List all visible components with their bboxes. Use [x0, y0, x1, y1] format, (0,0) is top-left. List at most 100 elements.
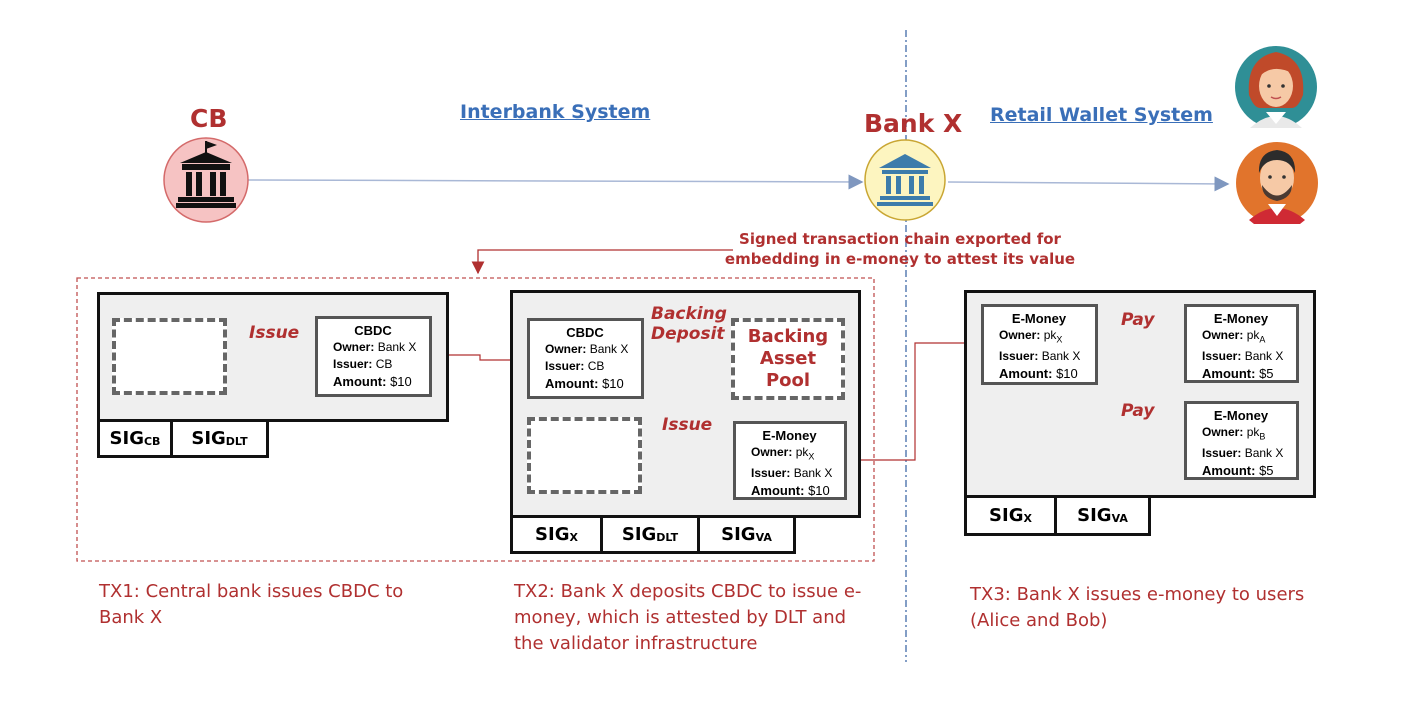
owner-value: pk	[1246, 328, 1260, 342]
tx1-to-tx2-link	[446, 354, 524, 366]
tx1-cbdc-token: CBDC Owner: Bank X Issuer: CB Amount: $1…	[315, 316, 432, 397]
owner-key: Owner:	[545, 342, 587, 356]
tx2-caption: TX2: Bank X deposits CBDC to issue e- mo…	[514, 579, 861, 657]
sig-base: SIG	[191, 428, 226, 449]
interbank-tx-frame	[76, 277, 875, 562]
amount-key: Amount:	[545, 376, 599, 391]
backing-asset-pool: Backing Asset Pool	[731, 318, 845, 400]
interbank-system-label: Interbank System	[460, 101, 651, 123]
tx2-backing-deposit-label: Backing Deposit	[651, 304, 727, 344]
export-note: Signed transaction chain exported for em…	[720, 229, 1080, 269]
owner-value: pk	[1246, 425, 1260, 439]
tx3-caption: TX3: Bank X issues e-money to users (Ali…	[970, 582, 1304, 634]
token-title: CBDC	[566, 325, 604, 340]
token-title: CBDC	[354, 323, 392, 338]
amount-key: Amount:	[999, 366, 1053, 382]
caption-line-1: TX3: Bank X issues e-money to users	[970, 584, 1305, 605]
tx2-cbdc-token: CBDC Owner: Bank X Issuer: CB Amount: $1…	[527, 318, 644, 399]
owner-key: Owner:	[1202, 328, 1244, 342]
owner-sub: B	[1259, 431, 1266, 442]
sig-base: SIG	[109, 428, 144, 449]
tx1-empty-input	[112, 318, 227, 395]
issuer-key: Issuer:	[1202, 446, 1242, 461]
tx1-caption: TX1: Central bank issues CBDC to Bank X	[99, 579, 403, 631]
issuer-value: Bank X	[1244, 446, 1284, 461]
sig-base: SIG	[621, 524, 657, 545]
owner-sub: X	[1056, 334, 1063, 345]
tx3-pay-b-label: Pay	[1121, 401, 1155, 421]
sig-sub: CB	[143, 435, 161, 448]
backing-line-1: Backing	[651, 304, 727, 324]
tx3-output-a-token: E-Money Owner: pkA Issuer: Bank X Amount…	[1184, 304, 1299, 383]
sig-base: SIG	[989, 505, 1024, 526]
sig-sub: X	[1023, 512, 1032, 525]
owner-sub: X	[808, 451, 815, 462]
tx3-pay-a-label: Pay	[1121, 310, 1155, 330]
issuer-value: CB	[587, 359, 605, 373]
tx2-emoney-token: E-Money Owner: pkX Issuer: Bank X Amount…	[733, 421, 847, 500]
retail-wallet-system-label: Retail Wallet System	[990, 104, 1213, 126]
tx3-input-emoney-token: E-Money Owner: pkX Issuer: Bank X Amount…	[981, 304, 1098, 385]
export-note-line-1: Signed transaction chain exported for	[739, 230, 1061, 248]
export-arrow	[471, 249, 733, 275]
bank-x-label: Bank X	[864, 109, 963, 138]
owner-key: Owner:	[751, 445, 793, 459]
caption-line-3: the validator infrastructure	[514, 633, 758, 654]
amount-value: $10	[808, 483, 830, 499]
issuer-key: Issuer:	[333, 357, 373, 371]
amount-key: Amount:	[1202, 463, 1256, 479]
sig-sub: DLT	[225, 435, 248, 448]
owner-key: Owner:	[999, 328, 1041, 342]
owner-key: Owner:	[333, 340, 375, 354]
interbank-flow-line	[247, 174, 864, 190]
pool-line-1: Backing	[747, 326, 829, 347]
caption-line-2: (Alice and Bob)	[970, 610, 1108, 631]
owner-value: pk	[1043, 328, 1057, 342]
owner-sub: A	[1259, 334, 1266, 345]
issuer-key: Issuer:	[545, 359, 585, 373]
owner-value: Bank X	[377, 340, 417, 354]
amount-value: $10	[390, 374, 412, 389]
sig-base: SIG	[721, 524, 756, 545]
bank-building-icon	[864, 139, 946, 221]
tx3-output-b-token: E-Money Owner: pkB Issuer: Bank X Amount…	[1184, 401, 1299, 480]
cb-label: CB	[190, 104, 228, 133]
caption-line-1: TX1: Central bank issues CBDC to	[99, 581, 404, 602]
token-title: E-Money	[762, 428, 817, 443]
issuer-value: Bank X	[1041, 349, 1081, 364]
tx2-issue-label: Issue	[662, 415, 713, 435]
sig-base: SIG	[535, 524, 570, 545]
amount-value: $10	[602, 376, 624, 391]
token-title: E-Money	[1213, 408, 1269, 423]
owner-value: Bank X	[589, 342, 629, 356]
amount-key: Amount:	[1202, 366, 1256, 382]
male-user-avatar-icon	[1236, 142, 1318, 224]
issuer-key: Issuer:	[999, 349, 1039, 364]
issuer-value: CB	[375, 357, 393, 371]
issuer-value: Bank X	[1244, 349, 1284, 364]
issuer-key: Issuer:	[1202, 349, 1242, 364]
token-title: E-Money	[1213, 311, 1269, 326]
issuer-key: Issuer:	[751, 466, 791, 481]
amount-key: Amount:	[333, 374, 387, 389]
tx2-to-tx3-link	[846, 337, 979, 461]
sig-sub: VA	[1111, 512, 1128, 525]
female-user-avatar-icon	[1235, 46, 1317, 128]
amount-value: $10	[1056, 366, 1078, 382]
amount-value: $5	[1259, 366, 1274, 382]
owner-key: Owner:	[1202, 425, 1244, 439]
sig-base: SIG	[1077, 505, 1112, 526]
owner-value: pk	[795, 445, 809, 459]
tx1-issue-label: Issue	[249, 323, 300, 343]
backing-line-2: Deposit	[651, 324, 725, 344]
tx2-empty-input	[527, 417, 642, 494]
retail-flow-line	[947, 176, 1230, 192]
pool-line-2: Asset	[759, 348, 817, 369]
export-note-line-2: embedding in e-money to attest its value	[724, 250, 1076, 268]
amount-value: $5	[1259, 463, 1274, 479]
